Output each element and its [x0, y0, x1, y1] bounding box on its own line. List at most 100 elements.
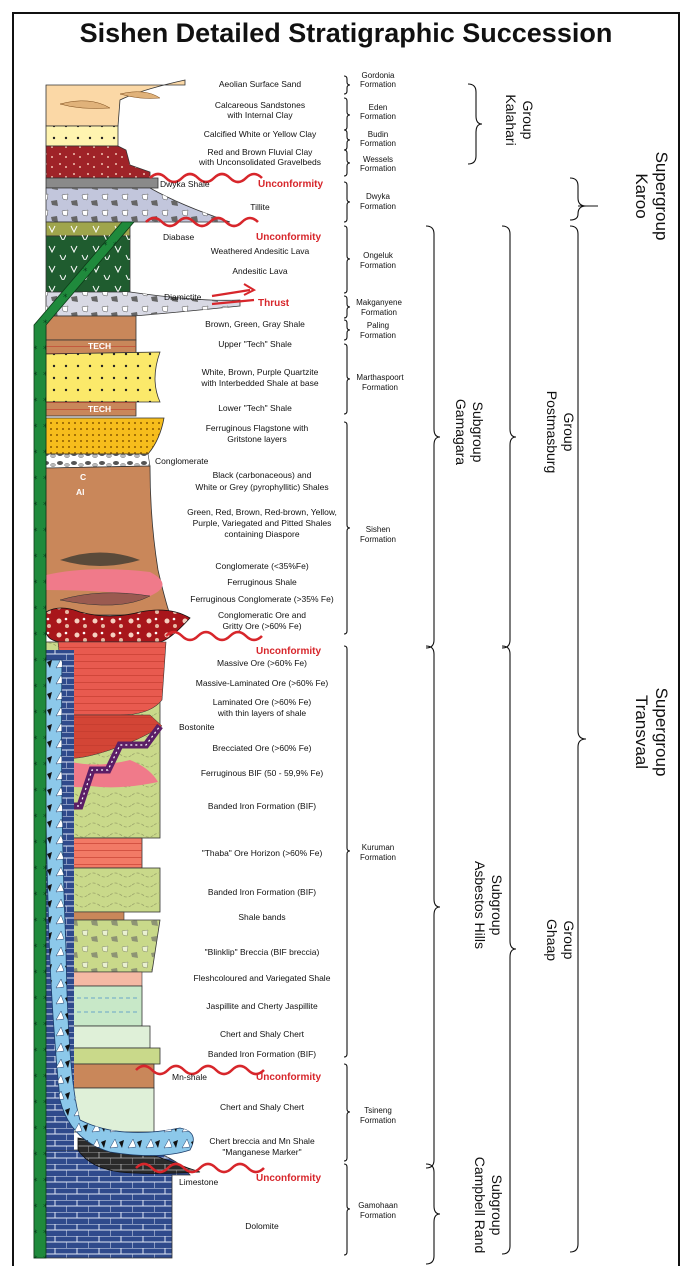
formation-name: Dwyka — [366, 192, 391, 201]
layer-label: Massive Ore (>60% Fe) — [217, 658, 307, 668]
formation-name: Formation — [360, 112, 396, 121]
formation-name: Formation — [360, 139, 396, 148]
svg-text:Asbestos Hills: Asbestos Hills — [472, 861, 488, 949]
svg-text:Group: Group — [561, 413, 577, 452]
formation-name: Formation — [360, 535, 396, 544]
layer-label: White, Brown, Purple Quartzite — [202, 367, 319, 377]
formation-name: Wessels — [363, 155, 393, 164]
layer-label: Ferruginous Conglomerate (>35% Fe) — [190, 594, 334, 604]
layer-fleshcoloured-shale — [66, 972, 142, 986]
svg-text:Subgroup: Subgroup — [489, 1175, 505, 1236]
svg-text:Kalahari: Kalahari — [503, 94, 519, 145]
formation-bracket — [344, 76, 350, 94]
subgroup-bracket — [426, 226, 440, 648]
svg-text:Karoo: Karoo — [632, 173, 651, 218]
layer-label: Ferruginous Flagstone with — [206, 423, 309, 433]
formation-bracket — [344, 320, 350, 340]
formation-bracket — [344, 1064, 350, 1161]
formation-name: Formation — [360, 1116, 396, 1125]
subgroup-asbestos-hills: Asbestos Hills Subgroup — [472, 861, 505, 949]
layer-label: Banded Iron Formation (BIF) — [208, 801, 316, 811]
group-postmasburg: Postmasburg Group — [544, 391, 577, 473]
tech-tag: TECH — [88, 404, 111, 414]
layer-label: Black (carbonaceous) and — [213, 470, 312, 480]
formation-bracket — [344, 182, 350, 222]
formation-name: Formation — [360, 261, 396, 270]
layer-label: Gritty Ore (>60% Fe) — [222, 621, 301, 631]
layer-label: with thin layers of shale — [217, 708, 307, 718]
layer-label: Calcified White or Yellow Clay — [204, 129, 317, 139]
layer-label: Chert breccia and Mn Shale — [209, 1136, 315, 1146]
formation-name: Makganyene — [356, 298, 402, 307]
unconformity-label: Unconformity — [256, 646, 321, 657]
svg-text:Group: Group — [520, 101, 536, 140]
layer-shale-bands — [66, 912, 124, 920]
layer-label: Dolomite — [245, 1221, 279, 1231]
svg-text:Campbell Rand: Campbell Rand — [472, 1157, 488, 1254]
thrust-label: Thrust — [258, 298, 290, 309]
svg-text:Postmasburg: Postmasburg — [544, 391, 560, 473]
layer-chert-shaly-chert — [66, 1026, 150, 1048]
unconformity-label: Unconformity — [256, 1072, 321, 1083]
layer-label: with Unconsolidated Gravelbeds — [198, 157, 321, 167]
layer-label: Chert and Shaly Chert — [220, 1102, 305, 1112]
svg-text:Subgroup: Subgroup — [470, 402, 486, 463]
al-mark: Al — [76, 487, 85, 497]
layer-label: "Blinklip" Breccia (BIF breccia) — [205, 947, 320, 957]
subgroup-campbell-rand: Campbell Rand Subgroup — [472, 1157, 505, 1254]
layer-label: Conglomerate (<35%Fe) — [215, 561, 308, 571]
layer-label: Purple, Variegated and Pitted Shales — [193, 518, 332, 528]
unconformity-label: Unconformity — [256, 1173, 321, 1184]
layer-bif-3 — [66, 1048, 160, 1064]
subgroup-bracket — [426, 1164, 440, 1264]
unconformity-label: Unconformity — [256, 232, 321, 243]
group-kalahari: Kalahari Group — [503, 94, 536, 145]
formation-bracket — [344, 296, 350, 318]
layer-label: Green, Red, Brown, Red-brown, Yellow, — [187, 507, 337, 517]
subgroup-gamagara: Gamagara Subgroup — [453, 399, 486, 465]
layer-label: Conglomeratic Ore and — [218, 610, 306, 620]
formation-name: Formation — [362, 383, 398, 392]
label-limestone: Limestone — [179, 1177, 218, 1187]
formation-name: Formation — [360, 164, 396, 173]
label-conglomerate: Conglomerate — [155, 456, 209, 466]
formation-name: Budin — [368, 130, 388, 139]
label-diamictite: Diamictite — [164, 292, 202, 302]
c-mark: C — [80, 472, 86, 482]
layer-label: Laminated Ore (>60% Fe) — [213, 697, 312, 707]
layer-label: Gritstone layers — [227, 434, 287, 444]
group-ghaap: Ghaap Group — [544, 919, 577, 961]
formation-name: Formation — [360, 1211, 396, 1220]
layer-label: Brecciated Ore (>60% Fe) — [213, 743, 312, 753]
svg-text:Gamagara: Gamagara — [453, 399, 469, 465]
formation-name: Gordonia — [362, 71, 395, 80]
formation-name: Marthaspoort — [356, 373, 404, 382]
formation-name: Formation — [360, 853, 396, 862]
layer-label: Andesitic Lava — [232, 266, 288, 276]
formation-name: Formation — [360, 202, 396, 211]
formation-bracket — [344, 422, 350, 634]
svg-text:Group: Group — [561, 921, 577, 960]
layer-label: Banded Iron Formation (BIF) — [208, 1049, 316, 1059]
label-bostonite: Bostonite — [179, 722, 215, 732]
layer-label: Jaspillite and Cherty Jaspillite — [206, 1001, 318, 1011]
formation-name: Kuruman — [362, 843, 394, 852]
label-diabase: Diabase — [163, 232, 194, 242]
group-bracket — [502, 226, 516, 648]
formation-name: Eden — [369, 103, 388, 112]
formation-name: Paling — [367, 321, 389, 330]
supergroup-bracket — [570, 178, 598, 220]
layer-label: with Interbedded Shale at base — [200, 378, 318, 388]
layer-label: White or Grey (pyrophyllitic) Shales — [195, 482, 328, 492]
formation-name: Gamohaan — [358, 1201, 398, 1210]
layer-label: Ferruginous BIF (50 - 59,9% Fe) — [201, 768, 324, 778]
layer-label: containing Diaspore — [224, 529, 299, 539]
label-mn-shale: Mn-shale — [172, 1072, 207, 1082]
layer-label: with Internal Clay — [226, 110, 293, 120]
supergroup-karoo: Karoo Supergroup — [632, 152, 671, 241]
layer-dwyka-shale — [46, 178, 158, 188]
group-bracket — [502, 646, 516, 1254]
layer-label: Massive-Laminated Ore (>60% Fe) — [196, 678, 329, 688]
supergroup-transvaal: Transvaal Supergroup — [632, 688, 671, 777]
